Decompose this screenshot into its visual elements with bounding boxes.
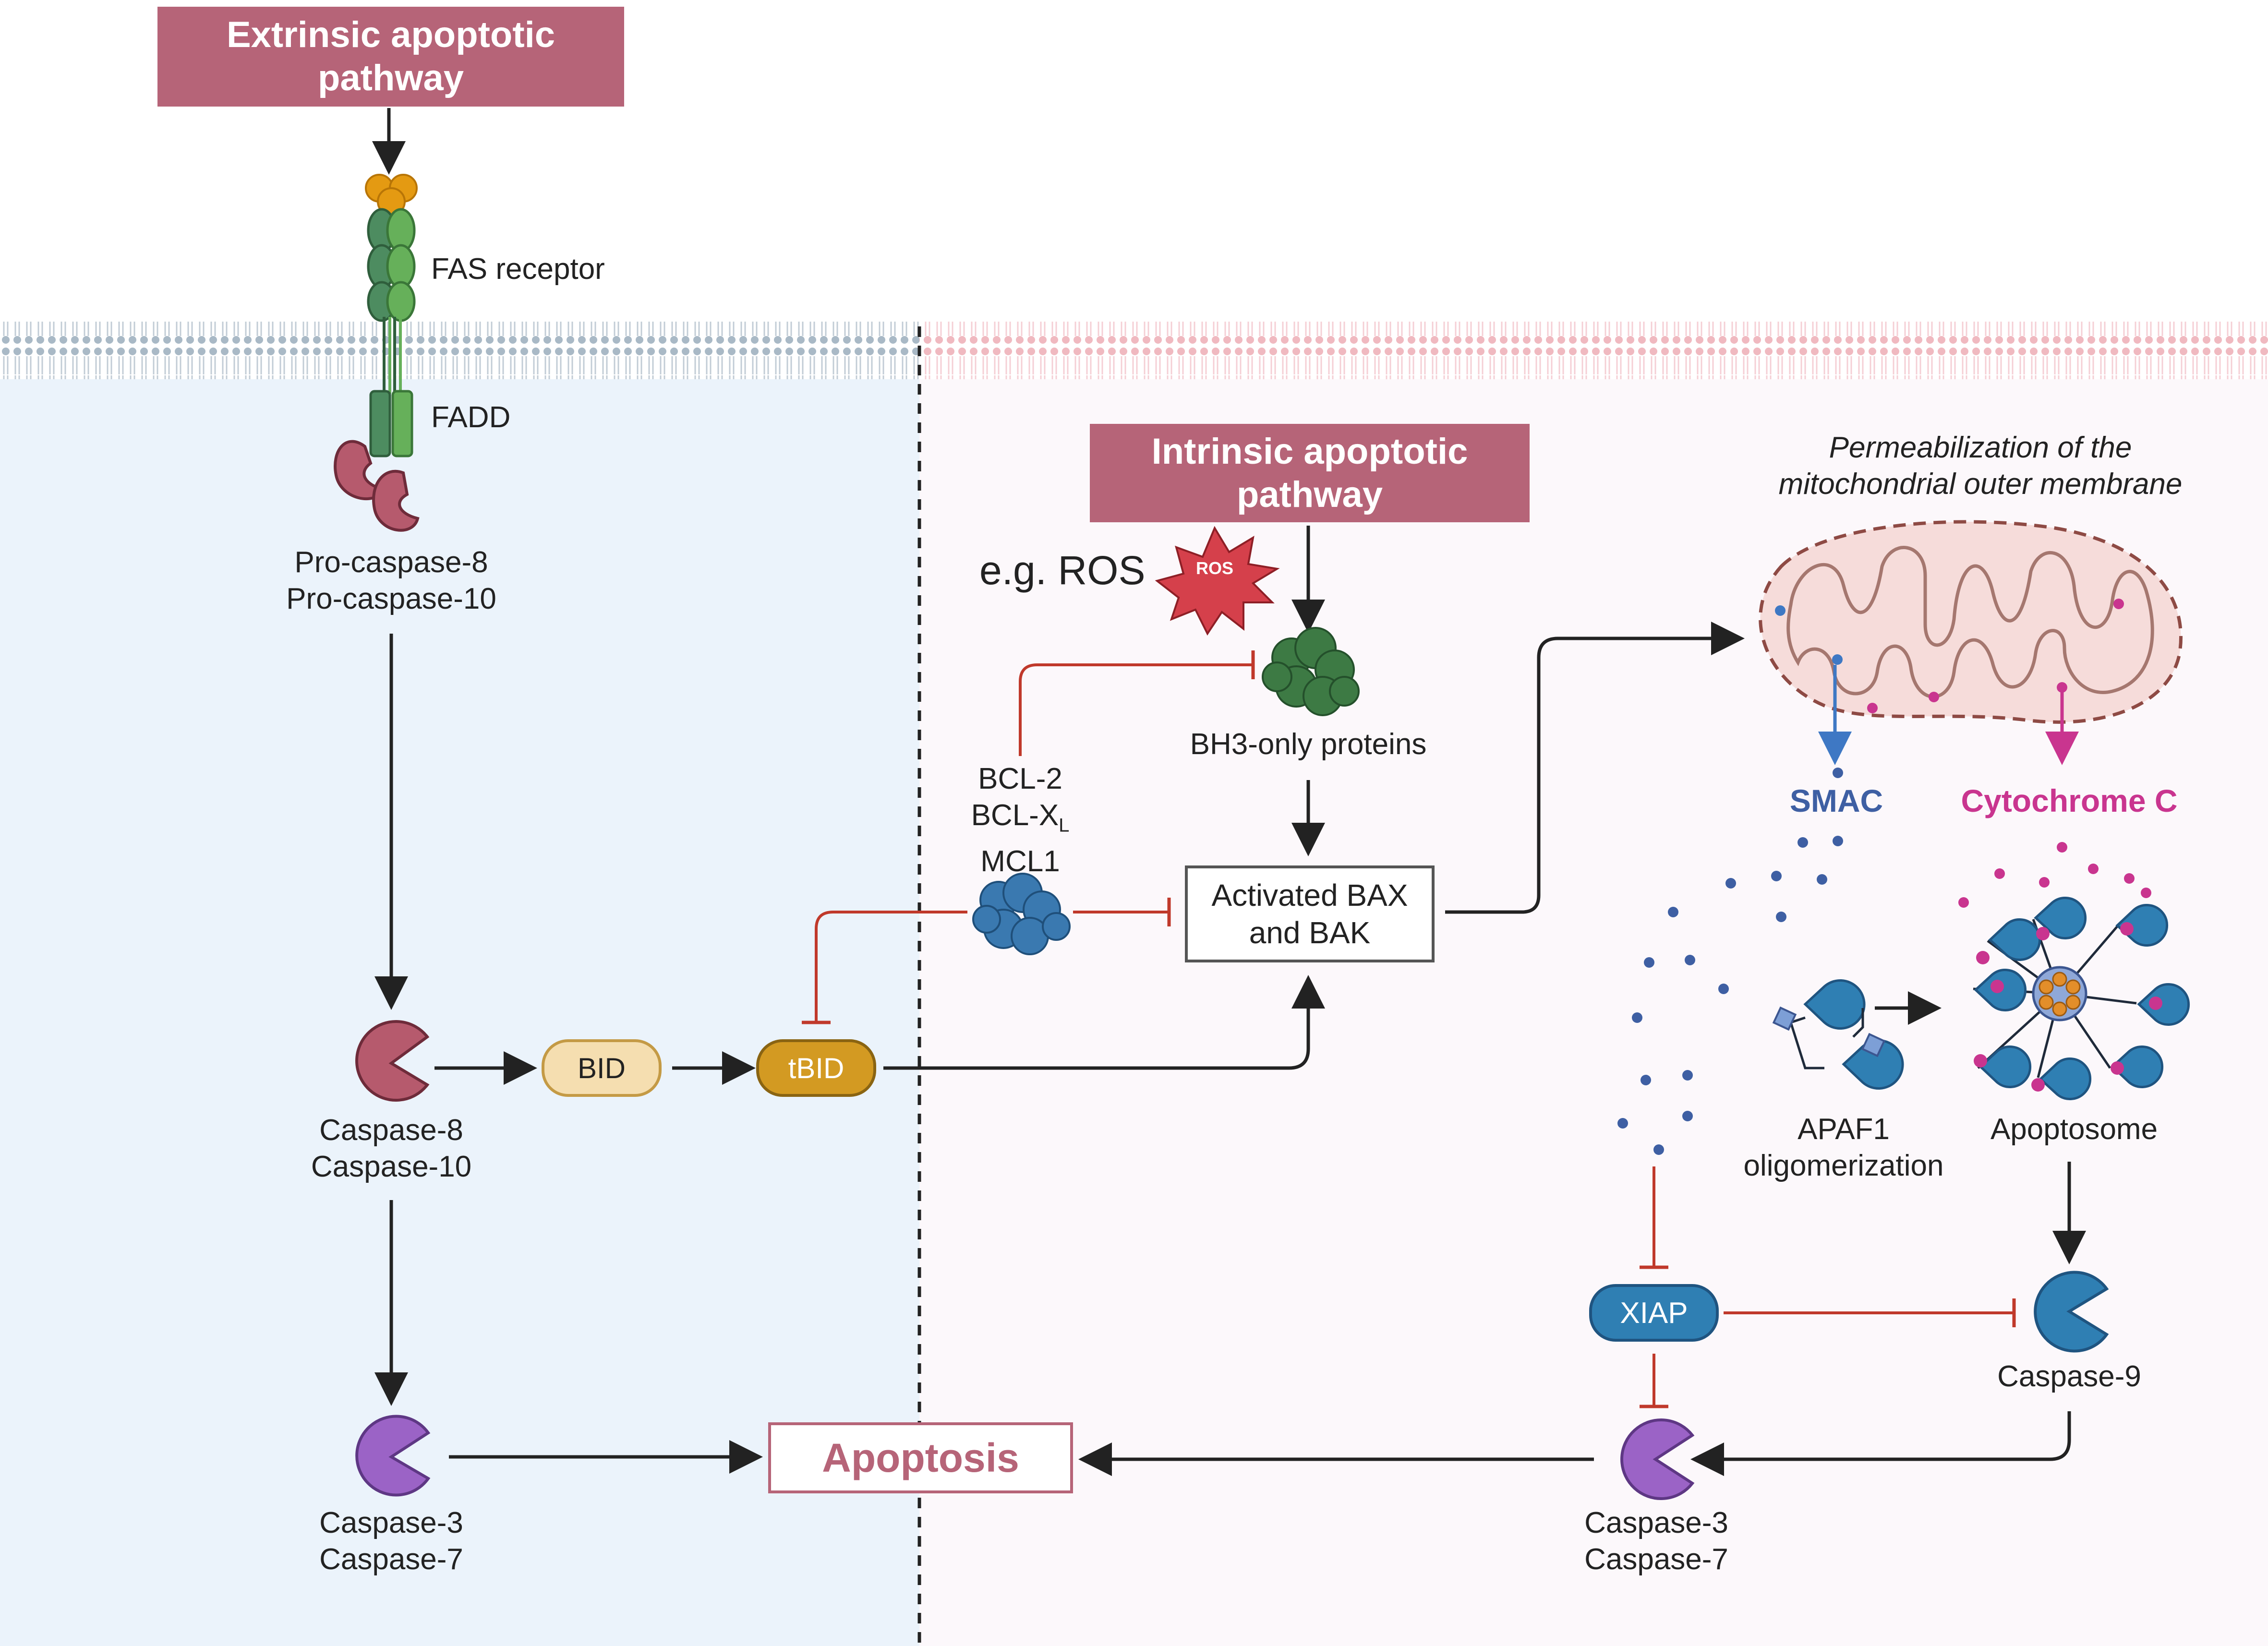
bcl2-label: BCL-2 xyxy=(978,762,1062,795)
apaf1-line2: oligomerization xyxy=(1743,1149,1944,1182)
apoptosome-icon xyxy=(1973,897,2190,1100)
bclxl-base: BCL-X xyxy=(971,799,1059,832)
caspase-9-icon xyxy=(2034,1271,2109,1353)
smac-dots-icon xyxy=(1617,768,1843,1155)
arrow-bax-to-mito xyxy=(1445,622,1745,914)
intrinsic-pathway-title-text: Intrinsic apoptotic pathway xyxy=(1151,431,1468,515)
momp-label: Permeabilization of the mitochondrial ou… xyxy=(1704,430,2256,503)
caspase-3-left-icon xyxy=(355,1415,431,1497)
apaf1-icon xyxy=(1772,979,1904,1090)
bh3-label: BH3-only proteins xyxy=(1190,728,1427,761)
bax-bak-box: Activated BAX and BAK xyxy=(1185,865,1435,962)
bh3-protein-icon xyxy=(1262,627,1360,716)
mcl1-label: MCL1 xyxy=(980,845,1060,878)
pro-caspase-8-icon xyxy=(334,440,420,532)
apaf1-label: APAF1 oligomerization xyxy=(1709,1111,1978,1184)
extrinsic-pathway-title-text: Extrinsic apoptotic pathway xyxy=(226,14,555,98)
apoptosome-label: Apoptosome xyxy=(1990,1113,2158,1146)
caspase-3-left-text: Caspase-3 xyxy=(319,1506,463,1539)
procaspase-label: Pro-caspase-8 Pro-caspase-10 xyxy=(247,544,535,617)
fadd-label: FADD xyxy=(431,401,511,434)
inhibit-bcl2-tbid xyxy=(815,911,967,1022)
tbid-label: tBID xyxy=(788,1052,844,1084)
caspase-10-label: Caspase-10 xyxy=(311,1150,472,1183)
caspase3-left-label: Caspase-3 Caspase-7 xyxy=(247,1505,535,1578)
fas-ligand-icon xyxy=(365,174,418,216)
procaspase-8-label: Pro-caspase-8 xyxy=(294,546,488,579)
smac-label: SMAC xyxy=(1789,783,1883,818)
bak-label: and BAK xyxy=(1249,915,1371,950)
intrinsic-pathway-title: Intrinsic apoptotic pathway xyxy=(1090,424,1530,522)
bclxl-label: BCL-XL xyxy=(948,797,1092,843)
momp-line1: Permeabilization of the xyxy=(1829,431,2132,464)
fas-receptor-label: FAS receptor xyxy=(431,252,605,286)
ros-badge-label: ROS xyxy=(1195,558,1233,578)
bid-node: BID xyxy=(542,1039,662,1097)
bcl2-protein-icon xyxy=(972,873,1071,955)
caspase-8-icon xyxy=(355,1020,430,1102)
extrinsic-pathway-title: Extrinsic apoptotic pathway xyxy=(157,7,624,107)
caspase-8-label: Caspase-8 xyxy=(319,1114,463,1147)
tbid-node: tBID xyxy=(756,1039,876,1097)
momp-line2: mitochondrial outer membrane xyxy=(1778,468,2183,501)
mitochondrion-icon xyxy=(1759,520,2183,724)
eg-ros-label: e.g. ROS xyxy=(979,548,1146,593)
caspase-7-right-text: Caspase-7 xyxy=(1584,1543,1728,1576)
caspase8-label: Caspase-8 Caspase-10 xyxy=(247,1112,535,1185)
arrow-caspase9-to-caspase3 xyxy=(1690,1411,2071,1476)
caspase-3-right-text: Caspase-3 xyxy=(1584,1506,1728,1539)
caspase-3-right-icon xyxy=(1620,1418,1695,1500)
bax-bak-text: Activated BAX and BAK xyxy=(1211,877,1408,951)
fadd-icon xyxy=(369,390,413,457)
arrow-tbid-to-bax xyxy=(883,975,1325,1070)
apoptosis-box: Apoptosis xyxy=(768,1422,1073,1493)
procaspase-10-label: Pro-caspase-10 xyxy=(286,582,496,615)
cytochrome-c-dots-icon xyxy=(1958,842,2151,908)
inhibit-bcl2-bh3 xyxy=(1019,663,1253,756)
fas-receptor-icon xyxy=(367,208,416,394)
caspase-7-left-text: Caspase-7 xyxy=(319,1543,463,1576)
caspase9-label: Caspase-9 xyxy=(1997,1360,2141,1393)
apaf1-line1: APAF1 xyxy=(1798,1113,1890,1146)
apoptosis-label: Apoptosis xyxy=(822,1435,1019,1480)
xiap-node: XIAP xyxy=(1589,1284,1719,1342)
ros-star-icon xyxy=(1155,526,1280,636)
caspase3-right-label: Caspase-3 Caspase-7 xyxy=(1512,1505,1800,1578)
cell-membrane-left xyxy=(0,322,919,379)
bcl2-family-label: BCL-2 BCL-XL MCL1 xyxy=(948,761,1092,880)
cell-membrane-right xyxy=(919,322,2268,379)
cytochrome-c-label: Cytochrome C xyxy=(1961,783,2178,818)
bax-label: Activated BAX xyxy=(1211,878,1408,913)
extrinsic-cytoplasm-region xyxy=(0,379,919,1646)
bclxl-sub: L xyxy=(1059,815,1070,836)
bid-label: BID xyxy=(577,1052,626,1084)
xiap-label: XIAP xyxy=(1620,1296,1688,1330)
